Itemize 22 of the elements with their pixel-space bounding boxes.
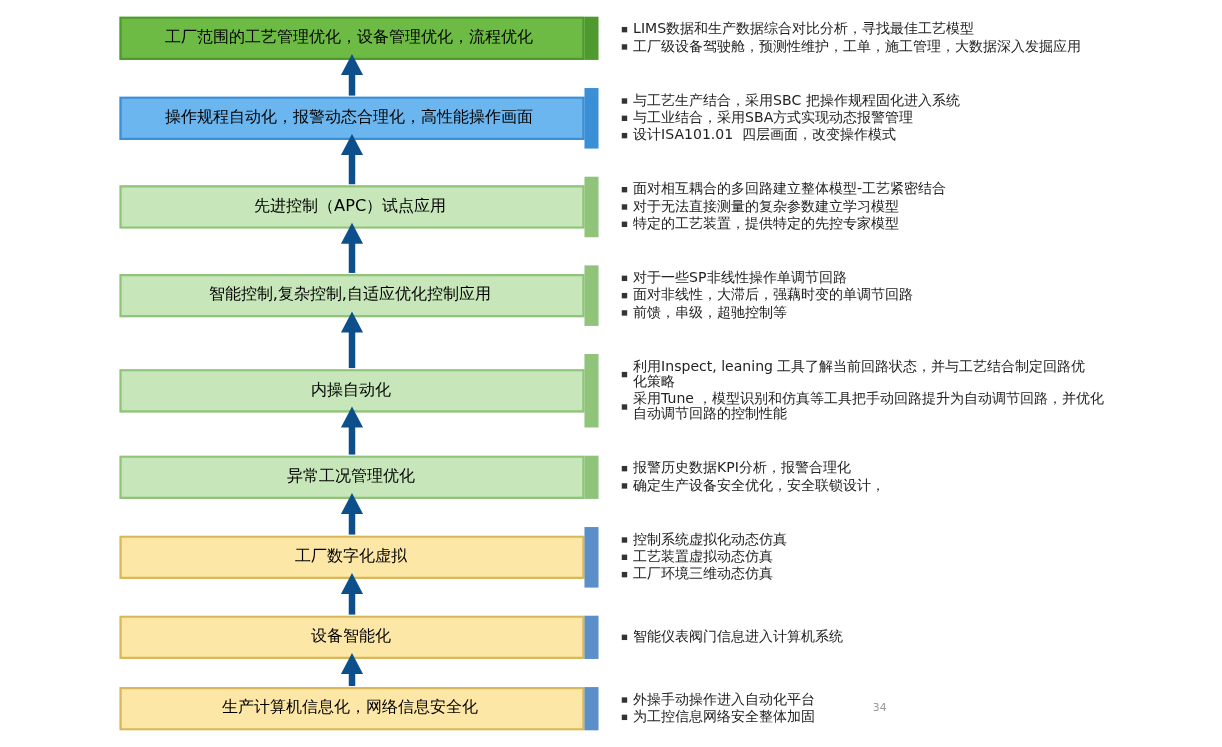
node-label: 面对非线性，大滞后，强藕时变的单调节回路: [632, 286, 913, 303]
node-label: 特定的工艺装置，提供特定的先控专家模型: [632, 214, 899, 231]
node-label: 工艺装置虚拟动态仿真: [632, 547, 773, 564]
node-label: 工厂环境三维动态仿真: [632, 565, 773, 582]
node-label: 确定生产设备安全优化，安全联锁设计，: [632, 476, 885, 493]
node-label: 与工艺生产结合，采用SBC 把操作规程固化进入系统: [632, 91, 960, 108]
node-label: 前馈，串级，超驰控制等: [632, 303, 787, 320]
node-label: 控制系统虚拟化动态仿真: [632, 530, 787, 547]
node-label: 面对相互耦合的多回路建立整体模型-工艺紧密结合: [632, 180, 946, 197]
node-label: 与工业结合，采用SBA方式实现动态报警管理: [632, 108, 913, 125]
node-label: 对于一些SP非线性操作单调节回路: [632, 269, 847, 286]
node-label: 采用Tune ，模型识别和仿真等工具把手动回路提升为自动调节回路，并优化自动调节回路的控制性能: [632, 390, 1104, 422]
node-label: LIMS数据和生产数据综合对比分析，寻找最佳工艺模型: [632, 20, 974, 37]
node-label: 设计ISA101.01 四层画面，改变操作模式: [632, 126, 896, 143]
node-label: 外操手动操作进入自动化平台: [632, 690, 815, 707]
node-label: 对于无法直接测量的复杂参数建立学习模型: [632, 197, 899, 214]
node-label: 为工控信息网络安全整体加固: [632, 708, 815, 725]
label: 34: [872, 701, 887, 715]
node-label: 智能仪表阀门信息进入计算机系统: [632, 628, 843, 645]
node-label: 利用Inspect, leaning 工具了解当前回路状态，并与工艺结合制定回路优化策略: [632, 357, 1085, 389]
node-label: 工厂级设备驾驶舱，预测性维护，工单，施工管理，大数据深入发掘应用: [632, 37, 1081, 54]
node-label: 报警历史数据KPI分析，报警合理化: [632, 459, 851, 476]
